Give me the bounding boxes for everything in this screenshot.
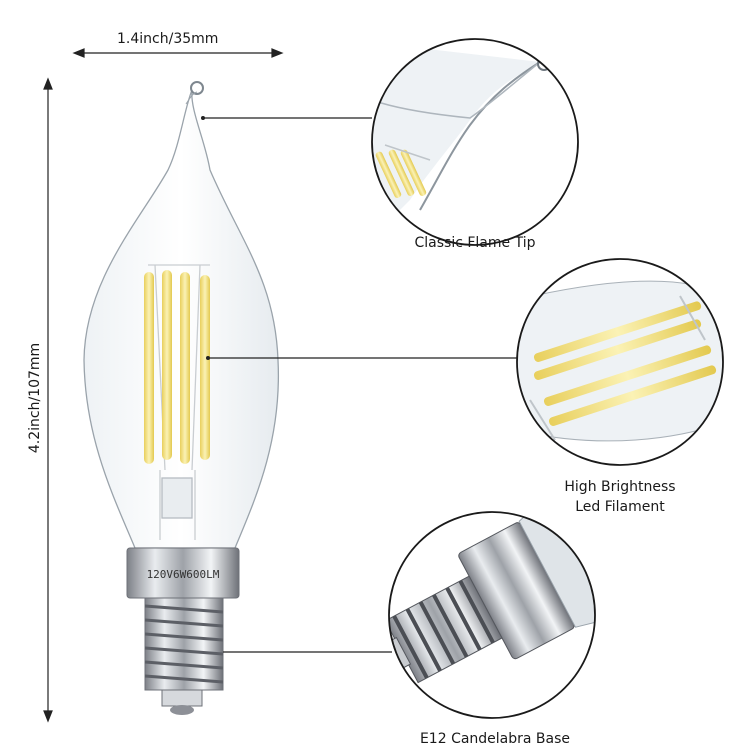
callout-led-filament-line1: High Brightness bbox=[564, 479, 676, 495]
height-dimension-label: 4.2inch/107mm bbox=[27, 342, 43, 454]
callout-led-filament-line2: Led Filament bbox=[575, 499, 665, 515]
width-dimension-label: 1.4inch/35mm bbox=[117, 31, 219, 47]
bulb-collar: 120V6W600LM bbox=[126, 547, 240, 599]
zoom-circle-filament bbox=[516, 258, 724, 466]
callout-flame-tip-text: Classic Flame Tip bbox=[414, 235, 536, 251]
height-dimension-arrow bbox=[43, 77, 53, 723]
base-marking: 120V6W600LM bbox=[147, 568, 220, 581]
led-filaments bbox=[144, 270, 210, 464]
filament-support bbox=[148, 264, 210, 540]
callout-flame-tip: Classic Flame Tip bbox=[395, 233, 555, 253]
width-dimension-arrow bbox=[72, 48, 284, 58]
e12-screw-base bbox=[144, 597, 224, 715]
callout-lines bbox=[203, 117, 518, 653]
callout-led-filament: High Brightness Led Filament bbox=[535, 477, 705, 517]
zoom-circle-flame-tip bbox=[371, 38, 579, 246]
callout-candelabra-base-text: E12 Candelabra Base bbox=[419, 731, 571, 747]
callout-candelabra-base: E12 Candelabra Base bbox=[395, 729, 595, 749]
